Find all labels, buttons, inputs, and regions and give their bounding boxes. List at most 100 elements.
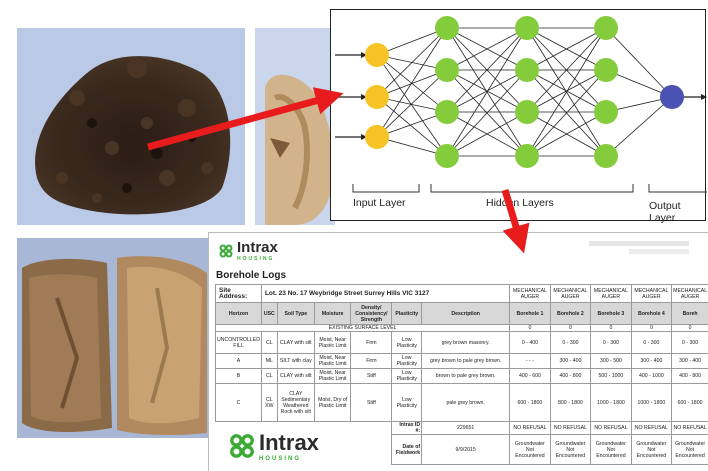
row-value: 1000 - 1800 bbox=[591, 384, 631, 422]
intrax-id-value: 229651 bbox=[422, 422, 510, 435]
row-value: - - - bbox=[510, 354, 550, 369]
intrax-logo-icon bbox=[219, 244, 233, 258]
col-borehole-4: Borehole 4 bbox=[631, 303, 671, 325]
row-horizon: C bbox=[216, 384, 262, 422]
intrax-footer-logo: Intrax HOUSING bbox=[229, 430, 319, 462]
row-value: 800 - 1800 bbox=[550, 384, 590, 422]
hidden-node bbox=[515, 144, 539, 168]
refusal-cell: NO REFUSAL bbox=[672, 422, 708, 435]
table-row: B CL CLAY with silt Moist, Near Plastic … bbox=[216, 369, 708, 384]
input-node bbox=[365, 43, 389, 67]
row-usc: CL XW bbox=[261, 384, 277, 422]
hidden-node bbox=[594, 144, 618, 168]
nn-edge bbox=[606, 28, 672, 97]
intrax-logo-icon bbox=[229, 433, 255, 459]
row-value: 0 - 400 bbox=[510, 332, 550, 354]
output-node bbox=[660, 85, 684, 109]
auger-1: MECHANICAL AUGER bbox=[510, 285, 550, 303]
surface-1: 0 bbox=[510, 325, 550, 332]
input-node bbox=[365, 85, 389, 109]
fieldwork-label: Date of Fieldwork bbox=[392, 435, 422, 465]
row-value: 0 - 300 bbox=[550, 332, 590, 354]
row-density: Firm bbox=[351, 332, 392, 354]
nn-edge bbox=[377, 28, 447, 137]
intrax-header-logo: Intrax HOUSING bbox=[219, 239, 278, 262]
row-soil: CLAY Sedimentary Weathered Rock with sil… bbox=[277, 384, 314, 422]
col-plasticity: Plasticity bbox=[392, 303, 422, 325]
site-label: Site Address: bbox=[216, 285, 262, 303]
row-moisture: Moist, Near Plastic Limit bbox=[314, 369, 350, 384]
row-soil: SILT with clay bbox=[277, 354, 314, 369]
brand-name: Intrax bbox=[237, 239, 278, 256]
refusal-cell: NO REFUSAL bbox=[591, 422, 631, 435]
refusal-cell: NO REFUSAL bbox=[550, 422, 590, 435]
surface-2: 0 bbox=[550, 325, 590, 332]
nn-edge bbox=[377, 28, 447, 97]
refusal-cell: NO REFUSAL bbox=[631, 422, 671, 435]
row-value: 0 - 300 bbox=[672, 332, 708, 354]
groundwater-cell: Groundwater Not Encountered bbox=[510, 435, 550, 465]
row-description: grey brown masonry. bbox=[422, 332, 510, 354]
surface-label: EXISTING SURFACE LEVEL bbox=[216, 325, 510, 332]
row-density: Stiff bbox=[351, 384, 392, 422]
auger-3: MECHANICAL AUGER bbox=[591, 285, 631, 303]
col-description: Description bbox=[422, 303, 510, 325]
hidden-node bbox=[594, 58, 618, 82]
col-density: Density/ Consistency/ Strength bbox=[351, 303, 392, 325]
row-value: 400 - 600 bbox=[510, 369, 550, 384]
groundwater-cell: Groundwater Not Encountered bbox=[591, 435, 631, 465]
auger-4: MECHANICAL AUGER bbox=[631, 285, 671, 303]
hidden-node bbox=[515, 16, 539, 40]
input-layer-label: Input Layer bbox=[353, 197, 406, 209]
row-value: 600 - 1800 bbox=[672, 384, 708, 422]
row-plasticity: Low Plasticity bbox=[392, 369, 422, 384]
brand-name: Intrax bbox=[259, 430, 319, 456]
row-plasticity: Low Plasticity bbox=[392, 354, 422, 369]
soil-core-photo bbox=[17, 238, 211, 438]
row-description: brown to pale grey brown. bbox=[422, 369, 510, 384]
hidden-node bbox=[435, 100, 459, 124]
row-horizon: B bbox=[216, 369, 262, 384]
hidden-node bbox=[594, 16, 618, 40]
hidden-node bbox=[594, 100, 618, 124]
neural-network-diagram: Input Layer Hidden Layers Output Layer bbox=[330, 9, 706, 221]
row-horizon: A bbox=[216, 354, 262, 369]
header-row: Horizon USC Soil Type Moisture Density/ … bbox=[216, 303, 708, 325]
row-horizon: UNCONTROLLED FILL bbox=[216, 332, 262, 354]
auger-5: MECHANICAL AUGER bbox=[672, 285, 708, 303]
surface-4: 0 bbox=[631, 325, 671, 332]
row-moisture: Moist, Dry of Plastic Limit bbox=[314, 384, 350, 422]
row-value: 400 - 800 bbox=[672, 369, 708, 384]
row-description: grey brown to pale grey brown. bbox=[422, 354, 510, 369]
row-value: 0 - 300 bbox=[631, 332, 671, 354]
col-usc: USC bbox=[261, 303, 277, 325]
surface-3: 0 bbox=[591, 325, 631, 332]
row-density: Stiff bbox=[351, 369, 392, 384]
row-value: 300 - 500 bbox=[591, 354, 631, 369]
borehole-log-document: Intrax HOUSING Borehole Logs Site Addres… bbox=[208, 232, 708, 471]
col-moisture: Moisture bbox=[314, 303, 350, 325]
row-moisture: Moist, Near Plastic Limit bbox=[314, 354, 350, 369]
nn-connections bbox=[335, 28, 707, 156]
auger-2: MECHANICAL AUGER bbox=[550, 285, 590, 303]
hidden-node bbox=[435, 58, 459, 82]
row-value: 300 - 400 bbox=[550, 354, 590, 369]
hidden-node bbox=[515, 100, 539, 124]
col-borehole-5: Boreh bbox=[672, 303, 708, 325]
fieldwork-value: 9/9/2015 bbox=[422, 435, 510, 465]
col-horizon: Horizon bbox=[216, 303, 262, 325]
output-bracket bbox=[649, 184, 707, 192]
nn-graph bbox=[331, 10, 707, 222]
table-row: C CL XW CLAY Sedimentary Weathered Rock … bbox=[216, 384, 708, 422]
col-borehole-1: Borehole 1 bbox=[510, 303, 550, 325]
col-borehole-3: Borehole 3 bbox=[591, 303, 631, 325]
row-plasticity: Low Plasticity bbox=[392, 332, 422, 354]
row-usc: ML bbox=[261, 354, 277, 369]
surface-row: EXISTING SURFACE LEVEL 0 0 0 0 0 bbox=[216, 325, 708, 332]
row-usc: CL bbox=[261, 332, 277, 354]
row-soil: CLAY with silt bbox=[277, 369, 314, 384]
rock-sample-photo bbox=[255, 28, 335, 225]
row-value: 400 - 1000 bbox=[631, 369, 671, 384]
row-plasticity: Low Plasticity bbox=[392, 384, 422, 422]
nn-nodes bbox=[365, 16, 684, 168]
